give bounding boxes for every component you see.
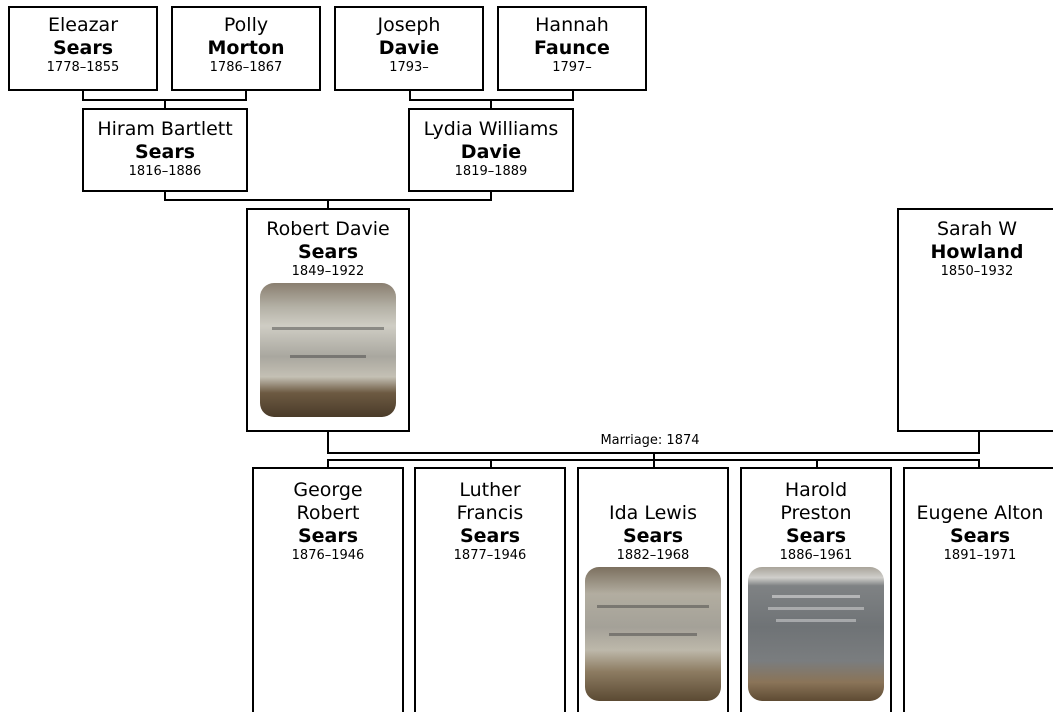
connector-line [164, 99, 166, 109]
connector-line [572, 90, 574, 100]
gravestone-photo[interactable] [260, 283, 396, 417]
life-dates: 1816–1886 [128, 164, 202, 179]
person-card-eugene-alton-sears[interactable]: Eugene Alton Sears 1891–1971 [903, 467, 1053, 712]
connector-line [245, 90, 247, 100]
given-name: Polly [223, 14, 269, 36]
surname: Sears [297, 525, 359, 547]
surname: Sears [459, 525, 521, 547]
life-dates: 1849–1922 [291, 264, 365, 279]
life-dates: 1797– [552, 60, 592, 75]
given-name: Eugene Alton [916, 502, 1044, 524]
life-dates: 1778–1855 [46, 60, 120, 75]
person-card-hiram-bartlett-sears[interactable]: Hiram Bartlett Sears 1816–1886 [82, 108, 248, 192]
life-dates: 1793– [389, 60, 429, 75]
connector-line [82, 90, 84, 100]
person-card-ida-lewis-sears[interactable]: Ida Lewis Sears 1882–1968 [577, 467, 729, 712]
life-dates: 1882–1968 [616, 548, 690, 563]
given-name: Ida Lewis [608, 502, 697, 524]
given-name: Eleazar [47, 14, 119, 36]
person-card-sarah-w-howland[interactable]: Sarah W Howland 1850–1932 [897, 208, 1053, 432]
surname: Howland [930, 241, 1024, 263]
marriage-label: Marriage: 1874 [560, 433, 740, 449]
connector-line [816, 459, 818, 468]
connector-line [164, 190, 166, 200]
person-card-hannah-faunce[interactable]: Hannah Faunce 1797– [497, 6, 647, 91]
given-name: Joseph [377, 14, 441, 36]
person-card-lydia-williams-davie[interactable]: Lydia Williams Davie 1819–1889 [408, 108, 574, 192]
given-name: Sarah W [936, 218, 1018, 240]
given-name: Hiram Bartlett [97, 118, 233, 140]
surname: Davie [460, 141, 522, 163]
life-dates: 1876–1946 [291, 548, 365, 563]
person-card-polly-morton[interactable]: Polly Morton 1786–1867 [171, 6, 321, 91]
connector-line [327, 430, 329, 454]
surname: Sears [52, 37, 114, 59]
surname: Sears [785, 525, 847, 547]
life-dates: 1786–1867 [209, 60, 283, 75]
connector-line [327, 459, 329, 468]
life-dates: 1886–1961 [779, 548, 853, 563]
connector-line [490, 190, 492, 200]
gravestone-photo[interactable] [585, 567, 721, 701]
connector-line [327, 199, 329, 209]
life-dates: 1850–1932 [940, 264, 1014, 279]
surname: Sears [297, 241, 359, 263]
life-dates: 1891–1971 [943, 548, 1017, 563]
given-name: Lydia Williams [423, 118, 559, 140]
life-dates: 1877–1946 [453, 548, 527, 563]
surname: Morton [207, 37, 285, 59]
connector-line [653, 459, 655, 468]
surname: Sears [134, 141, 196, 163]
connector-line [653, 452, 655, 460]
surname: Sears [622, 525, 684, 547]
connector-line [490, 99, 492, 109]
person-card-joseph-davie[interactable]: Joseph Davie 1793– [334, 6, 484, 91]
surname: Faunce [534, 37, 610, 59]
gravestone-photo[interactable] [748, 567, 884, 701]
person-card-eleazar-sears[interactable]: Eleazar Sears 1778–1855 [8, 6, 158, 91]
given-name: Hannah [535, 14, 609, 36]
connector-line [490, 459, 492, 468]
surname: Sears [949, 525, 1011, 547]
given-name: Robert Davie [266, 218, 390, 240]
person-card-robert-davie-sears[interactable]: Robert Davie Sears 1849–1922 [246, 208, 410, 432]
surname: Davie [378, 37, 440, 59]
life-dates: 1819–1889 [454, 164, 528, 179]
connector-line [978, 430, 980, 454]
connector-line [978, 459, 980, 468]
connector-line [409, 90, 411, 100]
